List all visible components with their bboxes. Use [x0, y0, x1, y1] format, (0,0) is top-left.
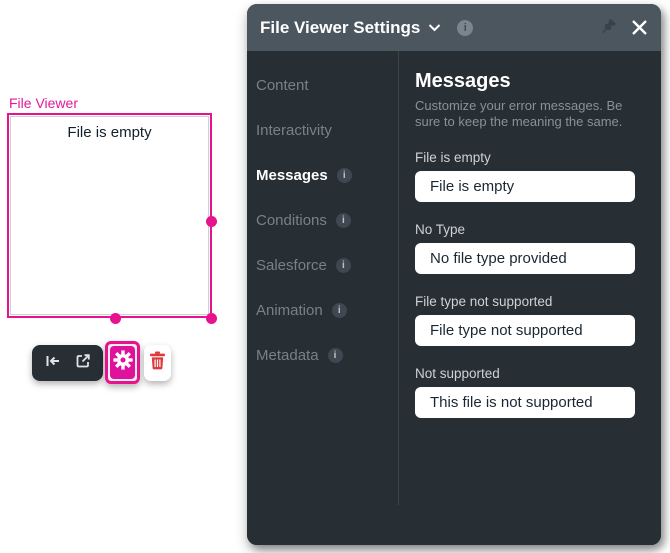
info-icon[interactable]: i [327, 348, 343, 363]
bar-arrow-left-icon [43, 352, 62, 375]
info-icon[interactable]: i [335, 213, 351, 228]
field-label: No Type [415, 222, 466, 237]
close-icon[interactable] [631, 19, 648, 36]
sidebar-item-label: Interactivity [256, 122, 332, 139]
sidebar-divider [398, 51, 399, 505]
file-viewer-settings-panel: File Viewer Settings i [247, 4, 661, 545]
settings-button-active[interactable] [105, 341, 140, 384]
no-type-input[interactable] [415, 243, 635, 274]
open-preview-button[interactable] [74, 352, 92, 375]
chevron-down-icon[interactable] [428, 23, 441, 32]
header-info-icon[interactable]: i [457, 19, 474, 36]
info-icon[interactable]: i [335, 258, 351, 273]
settings-button-face [110, 346, 135, 379]
panel-body: Content Interactivity Messages i Conditi… [247, 51, 661, 545]
sidebar-item-label: Content [256, 77, 309, 94]
field-no-type: No Type [415, 221, 649, 274]
sidebar-item-label: Animation [256, 302, 323, 319]
sidebar-item-conditions[interactable]: Conditions i [256, 198, 399, 243]
trash-icon [149, 351, 166, 375]
info-icon[interactable]: i [336, 168, 352, 183]
field-not-supported: Not supported [415, 365, 649, 418]
sidebar-item-label: Messages [256, 167, 328, 184]
file-viewer-component[interactable]: File is empty [7, 113, 212, 318]
resize-handle-right[interactable] [206, 216, 217, 227]
gear-icon [112, 349, 134, 376]
sidebar-item-label: Conditions [256, 212, 327, 229]
file-type-not-supported-input[interactable] [415, 315, 635, 346]
sidebar-item-metadata[interactable]: Metadata i [256, 333, 399, 378]
field-file-type-not-supported: File type not supported [415, 293, 649, 346]
panel-header: File Viewer Settings i [247, 4, 661, 51]
panel-title: File Viewer Settings [260, 17, 421, 37]
resize-handle-bottom[interactable] [110, 313, 121, 324]
file-is-empty-input[interactable] [415, 171, 635, 202]
info-icon[interactable]: i [331, 303, 347, 318]
sidebar-item-animation[interactable]: Animation i [256, 288, 399, 333]
collapse-left-button[interactable] [43, 352, 62, 375]
messages-section: Messages Customize your error messages. … [399, 51, 665, 545]
field-file-is-empty: File is empty [415, 149, 649, 202]
sidebar-item-messages[interactable]: Messages i [256, 153, 399, 198]
delete-button[interactable] [144, 345, 171, 381]
section-description: Customize your error messages. Be sure t… [415, 98, 623, 129]
field-label: File type not supported [415, 294, 553, 309]
sidebar-item-content[interactable]: Content [256, 63, 399, 108]
external-link-icon [74, 352, 92, 375]
field-label: File is empty [415, 150, 491, 165]
resize-handle-bottom-right[interactable] [206, 313, 217, 324]
pin-icon[interactable] [599, 19, 616, 36]
section-title: Messages [415, 70, 511, 92]
component-label: File Viewer [9, 95, 78, 111]
field-label: Not supported [415, 366, 500, 381]
sidebar-item-label: Salesforce [256, 257, 327, 274]
sidebar-item-interactivity[interactable]: Interactivity [256, 108, 399, 153]
not-supported-input[interactable] [415, 387, 635, 418]
sidebar-item-salesforce[interactable]: Salesforce i [256, 243, 399, 288]
file-viewer-body: File is empty [10, 116, 209, 315]
sidebar-item-label: Metadata [256, 347, 319, 364]
settings-sidebar: Content Interactivity Messages i Conditi… [247, 51, 399, 545]
empty-message-text: File is empty [67, 124, 152, 141]
component-toolbar [32, 345, 103, 381]
